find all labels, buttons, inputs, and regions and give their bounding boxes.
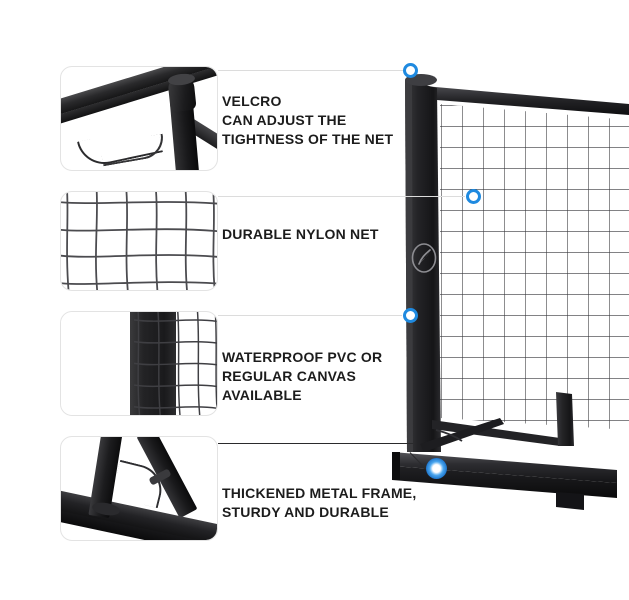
thumbnail-image-nylon-net	[61, 192, 217, 290]
diagonal-brace-lower	[420, 418, 504, 452]
thumbnail-image-pvc-canvas	[61, 312, 217, 415]
thumbnail-card-metal-frame[interactable]	[60, 436, 218, 541]
connector-line-pvc-canvas	[218, 315, 402, 316]
mesh-net	[440, 104, 629, 430]
hotspot-dot-nylon-net[interactable]	[466, 189, 481, 204]
thumbnail-image-velcro	[61, 67, 217, 170]
connector-line-nylon-net	[218, 196, 465, 197]
thumbnail-card-pvc-canvas[interactable]	[60, 311, 218, 416]
hotspot-dot-metal-frame[interactable]	[426, 458, 447, 479]
thumbnail-image-metal-frame	[61, 437, 217, 540]
connector-line-velcro	[218, 70, 403, 71]
hotspot-dot-velcro[interactable]	[403, 63, 418, 78]
hotspot-dot-pvc-canvas[interactable]	[403, 308, 418, 323]
thumbnail-card-nylon-net[interactable]	[60, 191, 218, 291]
base-foot-right	[556, 492, 584, 510]
feature-label-nylon-net: DURABLE NYLON NET	[222, 226, 379, 242]
tie-wire	[435, 429, 463, 442]
diagonal-brace	[432, 420, 560, 446]
thumbnail-card-velcro[interactable]	[60, 66, 218, 171]
base-bar-left-end	[392, 452, 400, 480]
feature-label-metal-frame: THICKENED METAL FRAME, STURDY AND DURABL…	[222, 485, 417, 520]
top-rail	[424, 86, 629, 115]
connector-line-metal-frame	[218, 443, 413, 444]
feature-label-pvc-canvas: WATERPROOF PVC OR REGULAR CANVAS AVAILAB…	[222, 349, 383, 403]
right-support-post	[556, 392, 574, 446]
feature-label-velcro: VELCRO CAN ADJUST THE TIGHTNESS OF THE N…	[222, 93, 394, 147]
leaf-swoosh-logo	[411, 243, 437, 273]
